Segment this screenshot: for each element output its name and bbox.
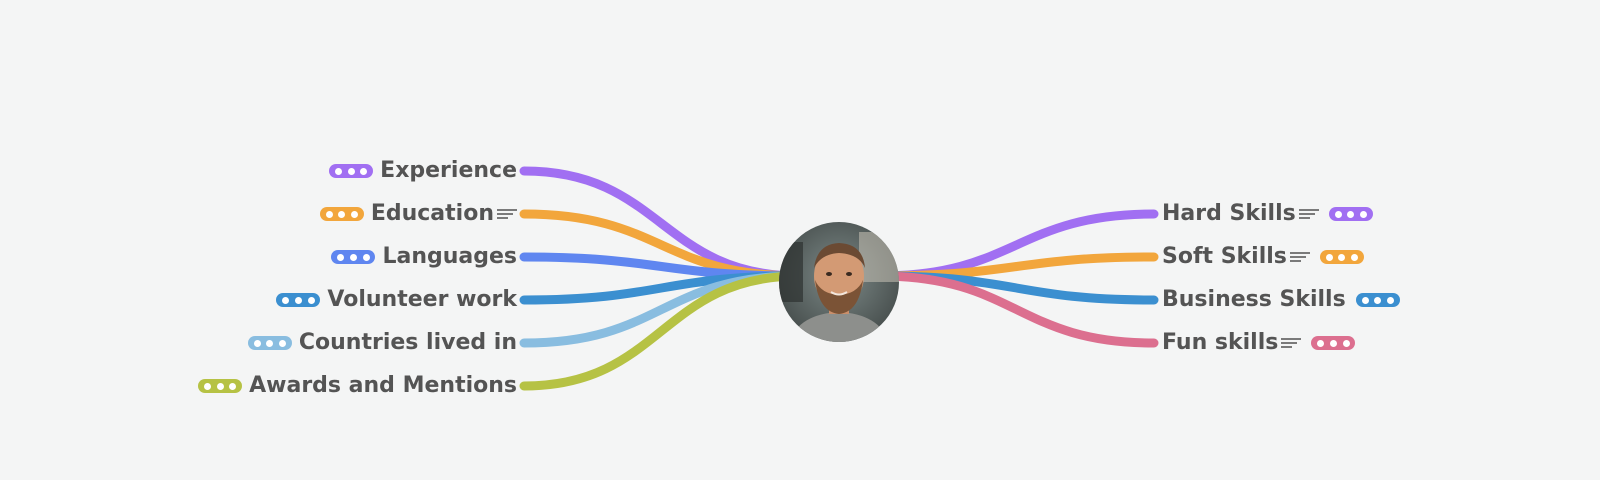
branch-label-text: Countries lived in xyxy=(298,330,517,355)
branch-label-text: Experience xyxy=(380,158,517,183)
branch-label-text: Business Skills xyxy=(1162,287,1346,312)
connector-awards-and-mentions xyxy=(519,271,804,391)
note-icon[interactable] xyxy=(1298,207,1319,221)
branch-label-text: Soft Skills xyxy=(1162,244,1287,269)
collapsed-children-indicator[interactable] xyxy=(276,293,321,307)
collapsed-children-indicator[interactable] xyxy=(1319,250,1364,264)
central-photo-node[interactable] xyxy=(779,222,899,342)
note-icon[interactable] xyxy=(1289,250,1310,264)
collapsed-children-indicator[interactable] xyxy=(329,164,374,178)
branch-label-text: Awards and Mentions xyxy=(249,373,517,398)
branch-education[interactable]: Education xyxy=(319,199,517,229)
collapsed-children-indicator[interactable] xyxy=(198,379,243,393)
branch-label-text: Hard Skills xyxy=(1162,201,1296,226)
branch-connectors xyxy=(519,166,1159,391)
branch-fun-skills[interactable]: Fun skills xyxy=(1162,328,1356,358)
branch-label-text: Volunteer work xyxy=(327,287,517,312)
connector-fun-skills xyxy=(874,271,1159,348)
collapsed-children-indicator[interactable] xyxy=(247,336,292,350)
person-photo-icon xyxy=(779,222,899,342)
branch-label-text: Languages xyxy=(382,244,517,269)
note-icon[interactable] xyxy=(497,207,517,221)
branch-soft-skills[interactable]: Soft Skills xyxy=(1162,242,1364,272)
branch-countries-lived-in[interactable]: Countries lived in xyxy=(247,328,517,358)
branch-business-skills[interactable]: Business Skills xyxy=(1162,285,1400,315)
branch-awards-and-mentions[interactable]: Awards and Mentions xyxy=(198,371,517,401)
collapsed-children-indicator[interactable] xyxy=(331,250,376,264)
collapsed-children-indicator[interactable] xyxy=(1311,336,1356,350)
collapsed-children-indicator[interactable] xyxy=(1355,293,1400,307)
branch-languages[interactable]: Languages xyxy=(331,242,517,272)
branch-volunteer-work[interactable]: Volunteer work xyxy=(276,285,517,315)
branch-experience[interactable]: Experience xyxy=(329,156,517,186)
collapsed-children-indicator[interactable] xyxy=(319,207,364,221)
note-icon[interactable] xyxy=(1281,336,1302,350)
collapsed-children-indicator[interactable] xyxy=(1328,207,1373,221)
branch-label-text: Fun skills xyxy=(1162,330,1279,355)
branch-hard-skills[interactable]: Hard Skills xyxy=(1162,199,1373,229)
branch-label-text: Education xyxy=(370,201,494,226)
